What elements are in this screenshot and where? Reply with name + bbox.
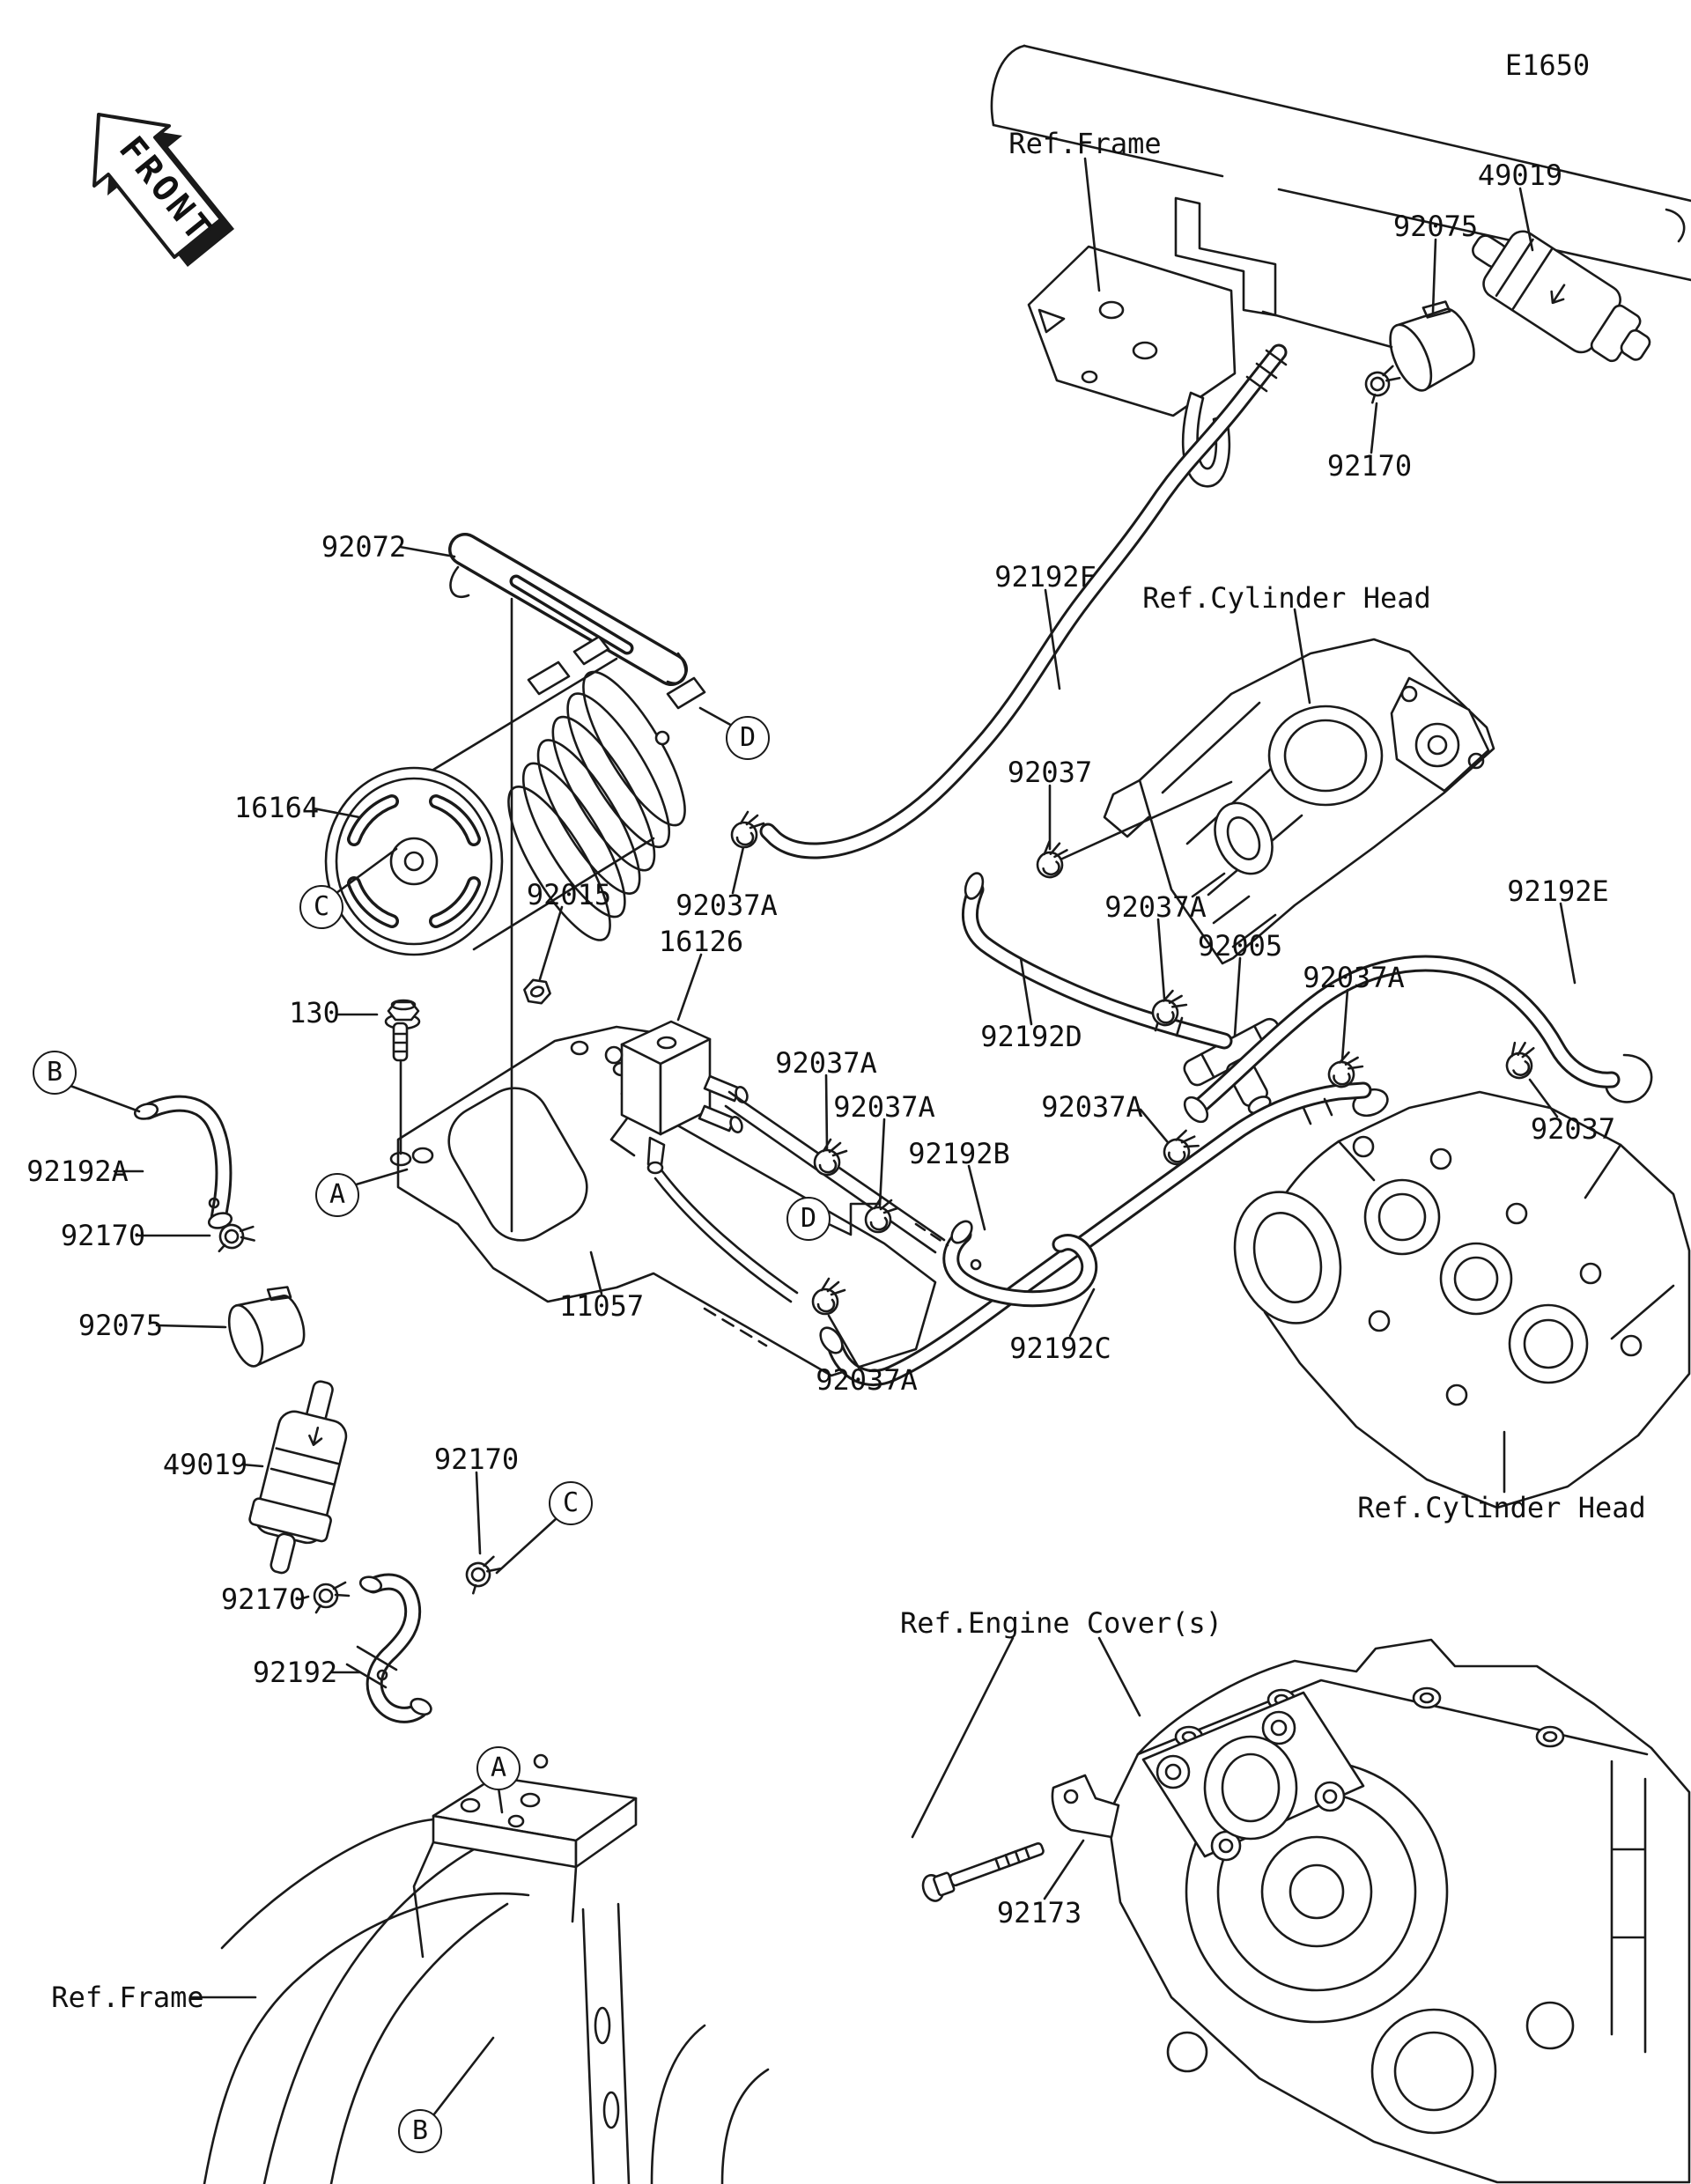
part-label-92005: 92005 xyxy=(1197,929,1283,963)
cylinder-head-top-drawing xyxy=(1103,638,1495,965)
callout-circle-c-2: C xyxy=(549,1481,593,1525)
part-label-92037-top: 92037 xyxy=(1007,756,1093,789)
bolt-130-drawing xyxy=(384,999,421,1062)
fuel-filter-top-drawing xyxy=(1472,230,1651,363)
ref-label-frame-top: Ref.Frame xyxy=(1008,127,1162,160)
hose-92192-drawing xyxy=(345,1573,432,1723)
part-label-49019-left: 49019 xyxy=(162,1448,248,1481)
part-label-92037A-2: 92037A xyxy=(1104,890,1207,924)
part-label-92072: 92072 xyxy=(321,530,407,564)
diagram-code: E1650 xyxy=(1504,48,1591,82)
part-label-92192E: 92192E xyxy=(1507,874,1609,908)
part-label-92075-left: 92075 xyxy=(78,1309,164,1342)
part-label-16164: 16164 xyxy=(233,791,320,824)
part-label-92037A-3: 92037A xyxy=(1303,961,1405,994)
cylinder-head-bottom-drawing xyxy=(1233,1088,1691,1509)
ref-label-engine-covers: Ref.Engine Cover(s) xyxy=(899,1606,1223,1640)
part-label-92037A-7: 92037A xyxy=(816,1363,918,1397)
part-label-92170-left1: 92170 xyxy=(60,1219,146,1252)
ref-label-frame-bottom: Ref.Frame xyxy=(51,1981,204,2014)
part-label-92170-mid: 92170 xyxy=(433,1442,520,1476)
grommet-left-drawing xyxy=(227,1286,306,1368)
part-label-49019-top: 49019 xyxy=(1477,159,1563,192)
part-label-130: 130 xyxy=(289,996,340,1029)
part-label-92192F: 92192F xyxy=(994,560,1097,594)
part-label-92192: 92192 xyxy=(252,1656,338,1689)
front-arrow: FRONT xyxy=(92,113,234,267)
callout-circle-c-1: C xyxy=(299,885,343,929)
hose-92192E-drawing xyxy=(1183,955,1653,1124)
canister-drawing xyxy=(324,635,706,956)
part-label-92037A-4: 92037A xyxy=(775,1046,877,1080)
frame-bottom-drawing xyxy=(203,1753,770,2184)
part-label-92075-top: 92075 xyxy=(1392,210,1479,243)
callout-circle-d-2: D xyxy=(786,1197,831,1241)
ref-label-cylinder-head-bottom: Ref.Cylinder Head xyxy=(1357,1491,1646,1524)
nut-92015-drawing xyxy=(521,975,554,1008)
hose-92192B-drawing xyxy=(942,1220,1098,1308)
hose-92192A-drawing xyxy=(133,1095,233,1229)
callout-circle-a-2: A xyxy=(476,1746,521,1790)
callout-circle-d-1: D xyxy=(726,716,770,760)
part-label-92037A-6: 92037A xyxy=(1041,1090,1143,1124)
part-label-92170-top: 92170 xyxy=(1326,449,1413,483)
callout-circle-b-1: B xyxy=(33,1051,77,1095)
callout-circle-a-1: A xyxy=(315,1173,359,1217)
hose-92192C-drawing xyxy=(819,1081,1372,1386)
part-label-92192D: 92192D xyxy=(980,1020,1082,1053)
part-label-92173: 92173 xyxy=(996,1896,1082,1929)
leader-lines xyxy=(69,157,1577,2117)
engine-cover-drawing xyxy=(1106,1638,1691,2184)
bolt-92173-drawing xyxy=(921,1841,1045,1902)
part-label-16126: 16126 xyxy=(658,925,744,958)
hose-92192F-drawing xyxy=(759,343,1288,860)
part-label-92192C: 92192C xyxy=(1009,1332,1111,1365)
part-label-11057: 11057 xyxy=(558,1289,645,1323)
canister-strap-drawing xyxy=(448,533,688,686)
clip-bracket-drawing xyxy=(1051,1774,1120,1839)
fuel-filter-left-drawing xyxy=(248,1380,348,1575)
part-label-92037A-1: 92037A xyxy=(676,889,778,922)
part-label-92015: 92015 xyxy=(526,878,612,911)
grommet-top-drawing xyxy=(1389,300,1475,392)
part-label-92037A-5: 92037A xyxy=(833,1090,935,1124)
part-label-92170-left2: 92170 xyxy=(220,1583,306,1616)
valve-16126-drawing xyxy=(604,1020,749,1175)
ref-label-cylinder-head-top: Ref.Cylinder Head xyxy=(1142,581,1431,615)
part-label-92192B: 92192B xyxy=(908,1137,1010,1170)
part-label-92192A: 92192A xyxy=(26,1155,129,1188)
callout-circle-b-2: B xyxy=(398,2109,442,2153)
part-label-92037-bottom: 92037 xyxy=(1530,1112,1616,1146)
